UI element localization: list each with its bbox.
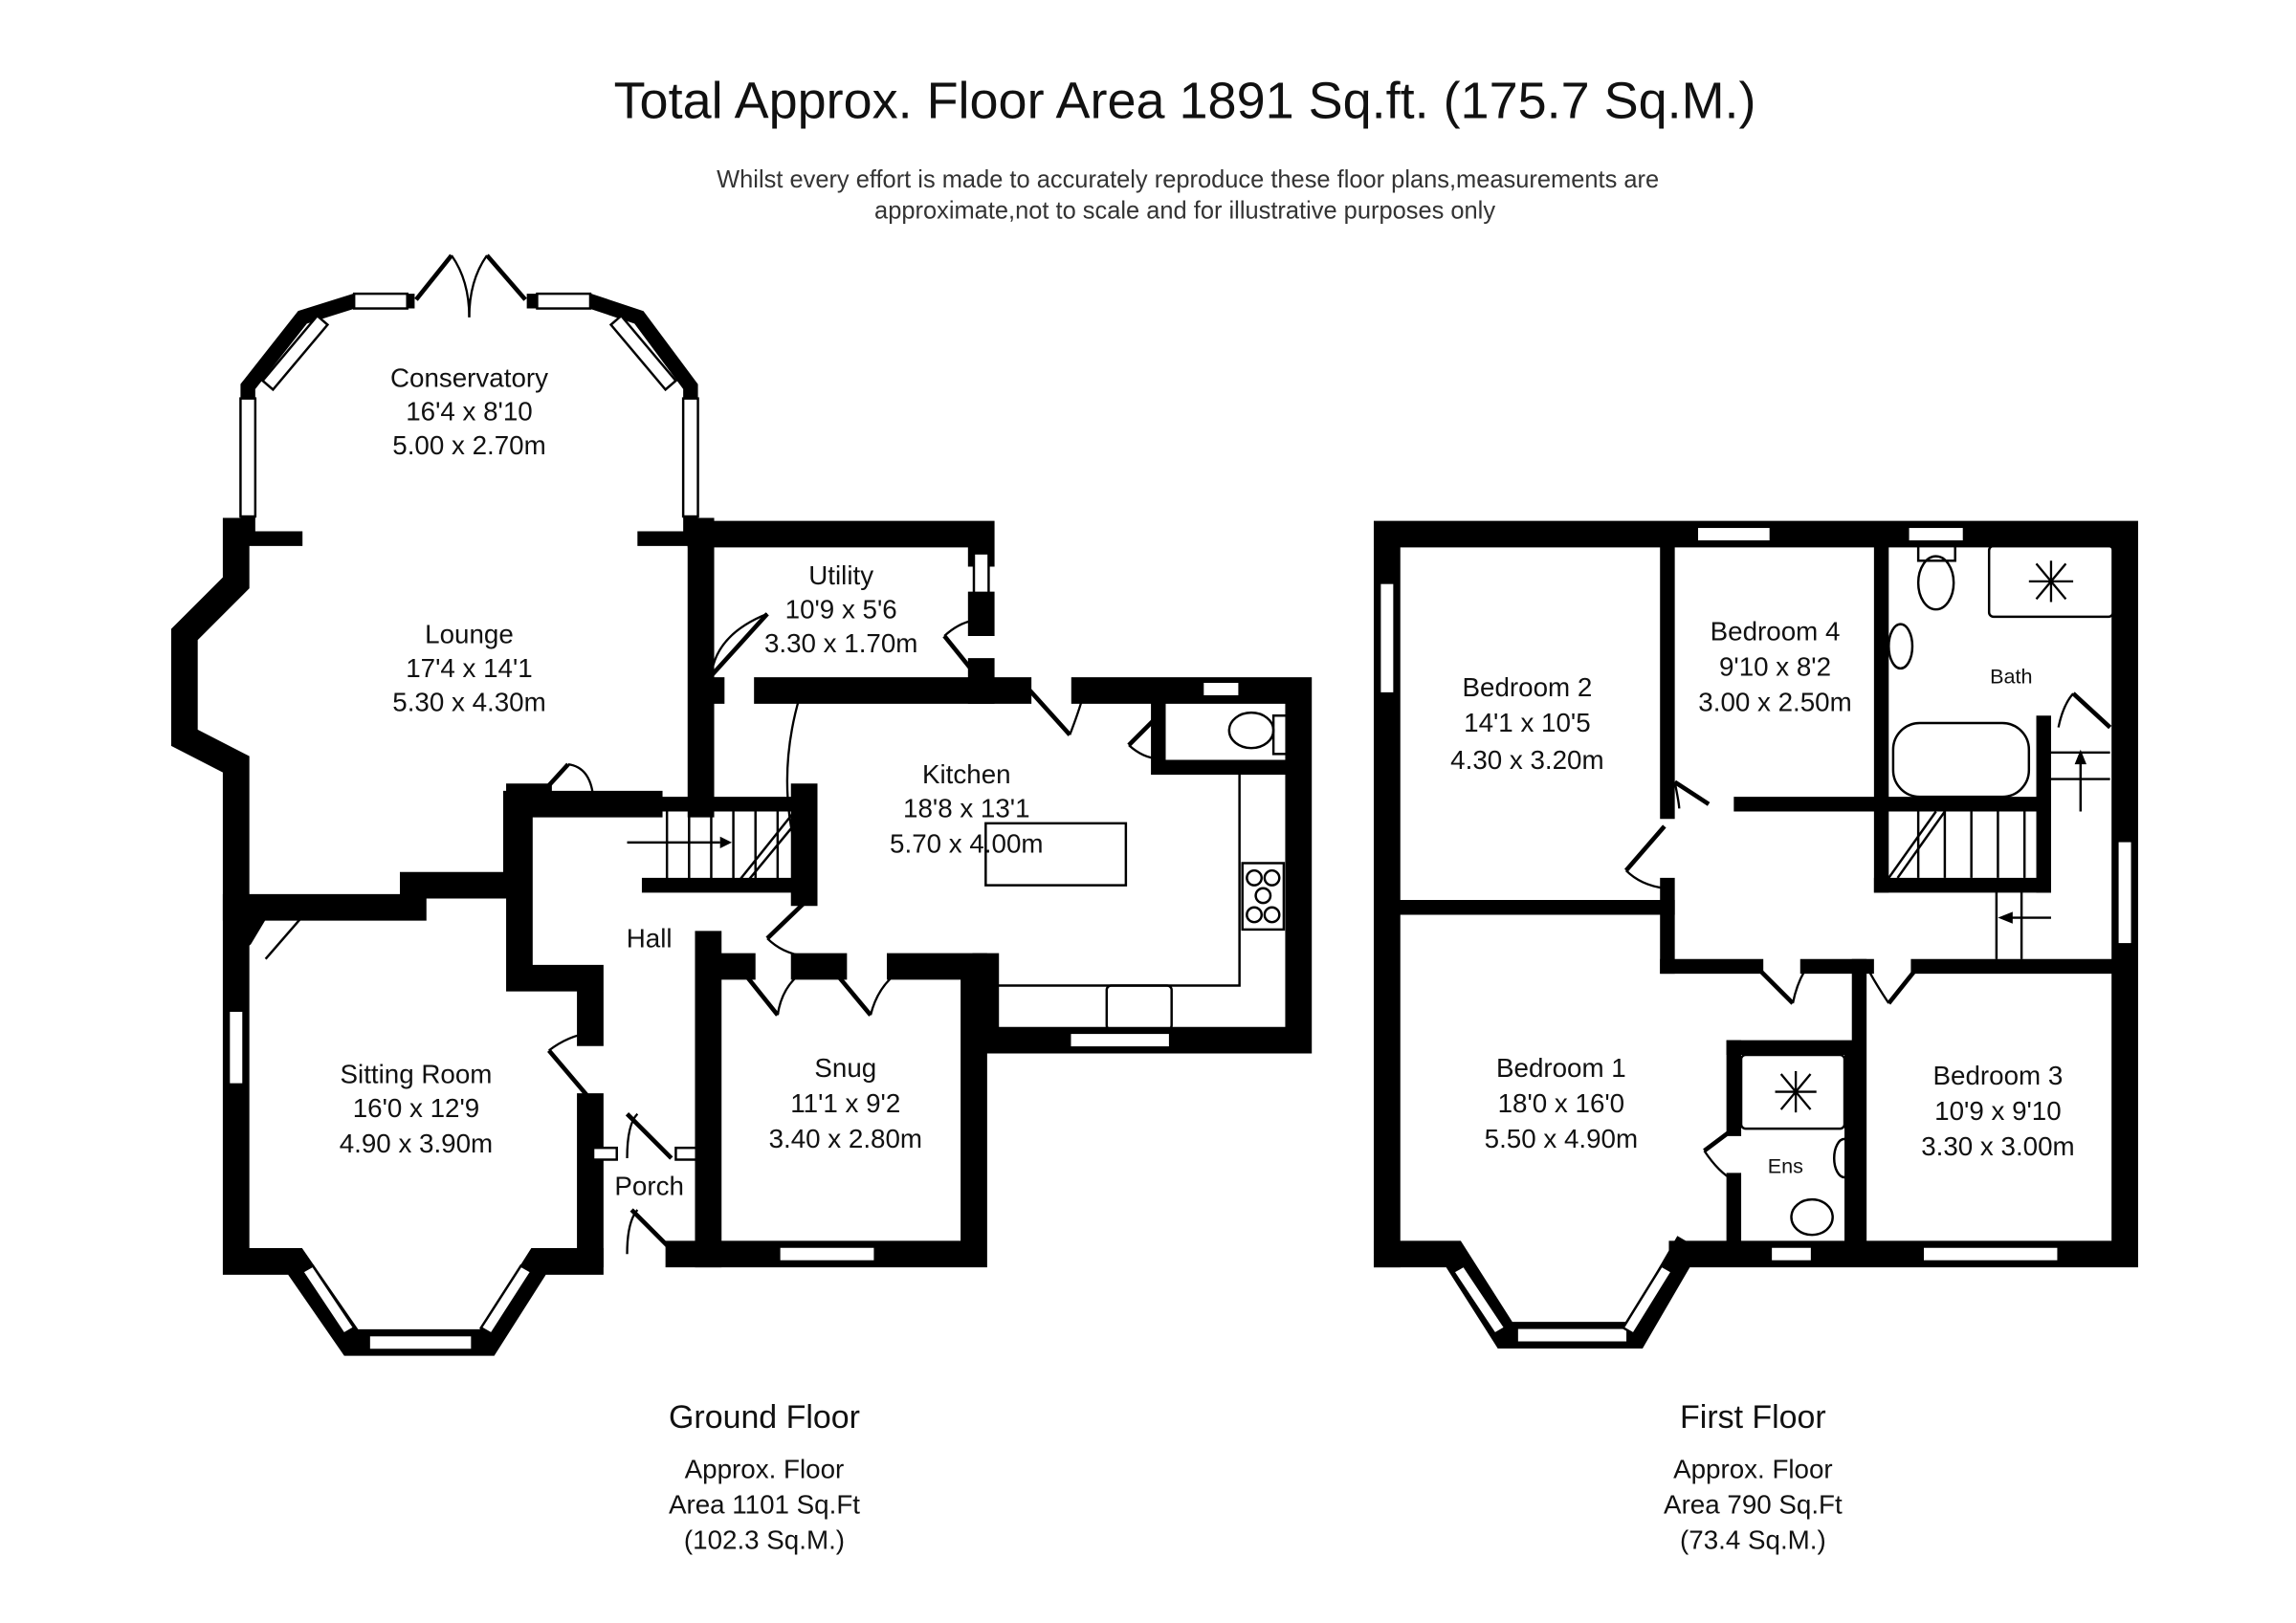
window-icon: [1769, 1245, 1814, 1263]
shower-tray-icon: [1987, 544, 2114, 619]
window-icon: [239, 292, 699, 518]
svg-text:4.90 x 3.90m: 4.90 x 3.90m: [340, 1129, 493, 1158]
window-icon: [479, 1263, 534, 1336]
window-icon: [264, 913, 305, 960]
toilet-icon: [1227, 711, 1275, 750]
svg-text:Approx. Floor: Approx. Floor: [1673, 1455, 1833, 1484]
svg-text:Lounge: Lounge: [425, 620, 514, 649]
bathtub-icon: [1891, 721, 2031, 799]
window-icon: [1451, 1263, 1508, 1336]
basin-icon: [1888, 623, 1914, 670]
room-label-bedroom-4: Bedroom 4 9'10 x 8'2 3.00 x 2.50m: [1698, 617, 1851, 717]
svg-text:5.70 x 4.00m: 5.70 x 4.00m: [890, 829, 1043, 859]
svg-text:4.30 x 3.20m: 4.30 x 3.20m: [1450, 745, 1603, 775]
toilet-icon: [1916, 555, 1955, 611]
stairs-icon: [1888, 749, 2110, 959]
room-label-ensuite: Ens: [1768, 1153, 1803, 1177]
french-door-icon: [414, 253, 527, 318]
svg-text:Utility: Utility: [808, 560, 873, 590]
svg-text:5.30 x 4.30m: 5.30 x 4.30m: [392, 688, 545, 717]
svg-text:3.30 x 3.00m: 3.30 x 3.00m: [1921, 1131, 2074, 1161]
svg-text:Area 1101 Sq.Ft: Area 1101 Sq.Ft: [669, 1490, 860, 1520]
svg-text:Approx. Floor: Approx. Floor: [685, 1455, 845, 1484]
window-icon: [778, 1245, 876, 1263]
svg-text:3.00 x 2.50m: 3.00 x 2.50m: [1698, 688, 1851, 717]
room-label-utility: Utility 10'9 x 5'6 3.30 x 1.70m: [764, 560, 917, 658]
svg-text:18'0 x 16'0: 18'0 x 16'0: [1498, 1088, 1625, 1118]
svg-text:(73.4 Sq.M.): (73.4 Sq.M.): [1680, 1525, 1826, 1555]
basin-icon: [1832, 1137, 1857, 1179]
svg-text:Bedroom 4: Bedroom 4: [1711, 617, 1841, 647]
floor-name: First Floor: [1680, 1399, 1826, 1436]
svg-text:Bedroom 1: Bedroom 1: [1496, 1053, 1626, 1083]
svg-text:Bedroom 2: Bedroom 2: [1463, 672, 1593, 702]
room-label-hall: Hall: [627, 923, 673, 953]
room-label-bath: Bath: [1990, 664, 2032, 688]
svg-text:3.30 x 1.70m: 3.30 x 1.70m: [764, 628, 917, 658]
svg-text:Sitting Room: Sitting Room: [341, 1059, 493, 1088]
svg-text:16'4 x 8'10: 16'4 x 8'10: [406, 397, 533, 427]
svg-text:16'0 x 12'9: 16'0 x 12'9: [353, 1093, 480, 1123]
ground-floor-plan: Conservatory 16'4 x 8'10 5.00 x 2.70m Lo…: [170, 253, 1313, 1356]
room-label-snug: Snug 11'1 x 9'2 3.40 x 2.80m: [769, 1053, 922, 1153]
window-icon: [300, 1263, 356, 1336]
svg-text:Area 790 Sq.Ft: Area 790 Sq.Ft: [1664, 1490, 1843, 1520]
window-icon: [1201, 680, 1241, 698]
window-icon: [1921, 1245, 2060, 1263]
disclaimer-line-2: approximate,not to scale and for illustr…: [874, 197, 1495, 224]
hob-icon: [1241, 862, 1286, 932]
svg-text:Kitchen: Kitchen: [922, 759, 1011, 789]
toilet-icon: [1790, 1197, 1834, 1237]
svg-text:18'8 x 13'1: 18'8 x 13'1: [903, 794, 1030, 823]
floor-name: Ground Floor: [669, 1399, 860, 1436]
svg-text:Conservatory: Conservatory: [390, 362, 548, 392]
window-icon: [1695, 525, 1773, 543]
svg-text:(102.3 Sq.M.): (102.3 Sq.M.): [684, 1525, 845, 1555]
first-floor-plan: Bedroom 2 14'1 x 10'5 4.30 x 3.20m Bedro…: [1373, 520, 2138, 1349]
svg-text:Bedroom 3: Bedroom 3: [1933, 1061, 2064, 1090]
window-icon: [1069, 1031, 1172, 1049]
room-label-conservatory: Conservatory 16'4 x 8'10 5.00 x 2.70m: [390, 362, 548, 460]
svg-text:14'1 x 10'5: 14'1 x 10'5: [1464, 708, 1591, 737]
window-icon: [1621, 1263, 1674, 1336]
svg-text:5.00 x 2.70m: 5.00 x 2.70m: [392, 430, 545, 460]
window-icon: [2116, 840, 2134, 946]
window-icon: [1515, 1327, 1629, 1345]
room-label-porch: Porch: [614, 1172, 683, 1201]
window-icon: [1907, 525, 1966, 543]
svg-text:10'9 x 5'6: 10'9 x 5'6: [785, 594, 897, 624]
window-icon: [227, 1009, 245, 1086]
stairs-icon: [627, 797, 812, 893]
room-label-lounge: Lounge 17'4 x 14'1 5.30 x 4.30m: [392, 620, 545, 717]
svg-text:3.40 x 2.80m: 3.40 x 2.80m: [769, 1124, 922, 1153]
room-label-bedroom-3: Bedroom 3 10'9 x 9'10 3.30 x 3.00m: [1921, 1061, 2074, 1161]
svg-text:Snug: Snug: [814, 1053, 876, 1083]
room-label-bedroom-1: Bedroom 1 18'0 x 16'0 5.50 x 4.90m: [1485, 1053, 1638, 1153]
shower-tray-icon: [1739, 1053, 1846, 1130]
svg-text:11'1 x 9'2: 11'1 x 9'2: [790, 1088, 900, 1118]
svg-text:17'4 x 14'1: 17'4 x 14'1: [406, 653, 533, 683]
window-icon: [1378, 581, 1396, 695]
disclaimer-line-1: Whilst every effort is made to accuratel…: [717, 166, 1659, 193]
window-icon: [367, 1333, 474, 1351]
room-label-sitting-room: Sitting Room 16'0 x 12'9 4.90 x 3.90m: [340, 1059, 493, 1157]
svg-text:5.50 x 4.90m: 5.50 x 4.90m: [1485, 1124, 1638, 1153]
svg-text:9'10 x 8'2: 9'10 x 8'2: [1719, 652, 1831, 682]
sink-icon: [1105, 984, 1173, 1032]
kitchen-island: [984, 822, 1128, 887]
ground-floor-caption: Ground Floor Approx. Floor Area 1101 Sq.…: [669, 1399, 860, 1554]
svg-text:10'9 x 9'10: 10'9 x 9'10: [1934, 1096, 2062, 1126]
page-title: Total Approx. Floor Area 1891 Sq.ft. (17…: [614, 73, 1756, 130]
room-label-bedroom-2: Bedroom 2 14'1 x 10'5 4.30 x 3.20m: [1450, 672, 1603, 775]
room-label-kitchen: Kitchen 18'8 x 13'1 5.70 x 4.00m: [890, 759, 1043, 858]
first-floor-caption: First Floor Approx. Floor Area 790 Sq.Ft…: [1664, 1399, 1843, 1554]
